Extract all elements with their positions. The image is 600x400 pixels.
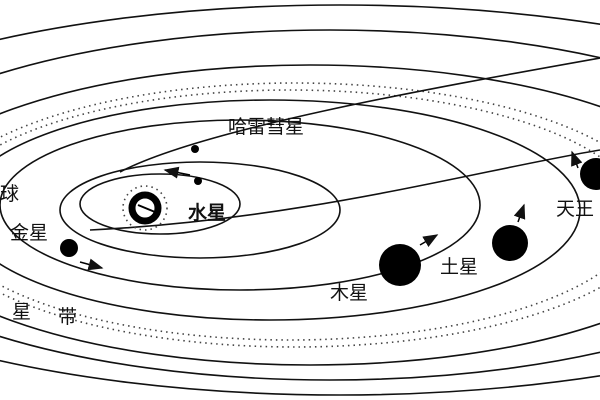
label-uranus: 天王 bbox=[556, 198, 595, 220]
uranus-orbit bbox=[0, 4, 600, 396]
halley-comet bbox=[191, 145, 199, 153]
direction-arrow bbox=[419, 234, 439, 248]
mars-orbit bbox=[0, 99, 581, 321]
label-belt-2: 带 bbox=[58, 306, 78, 328]
sun-corona bbox=[122, 185, 168, 231]
direction-arrow bbox=[571, 150, 583, 169]
label-belt-1: 星 bbox=[12, 301, 32, 323]
label-jupiter: 木星 bbox=[330, 282, 369, 304]
label-saturn: 土星 bbox=[440, 256, 479, 278]
saturn bbox=[492, 225, 528, 261]
direction-arrow bbox=[513, 203, 526, 223]
label-mercury: 水星 bbox=[188, 202, 227, 224]
venus bbox=[60, 239, 78, 257]
direction-arrow bbox=[79, 258, 104, 271]
label-venus: 金星 bbox=[10, 222, 49, 244]
jupiter bbox=[379, 244, 421, 286]
direction-arrow bbox=[163, 166, 191, 179]
venus-orbit bbox=[59, 161, 341, 259]
uranus bbox=[580, 158, 600, 190]
label-earth: 球 bbox=[0, 183, 20, 205]
jupiter-orbit bbox=[0, 64, 600, 366]
halley-orbit bbox=[119, 57, 600, 173]
mercury bbox=[194, 177, 202, 185]
label-halley: 哈雷彗星 bbox=[228, 116, 305, 138]
mercury-orbit bbox=[79, 173, 241, 235]
halley-orbit bbox=[89, 149, 600, 231]
sun bbox=[128, 191, 162, 225]
saturn-orbit bbox=[0, 29, 600, 381]
earth-orbit bbox=[0, 119, 481, 291]
